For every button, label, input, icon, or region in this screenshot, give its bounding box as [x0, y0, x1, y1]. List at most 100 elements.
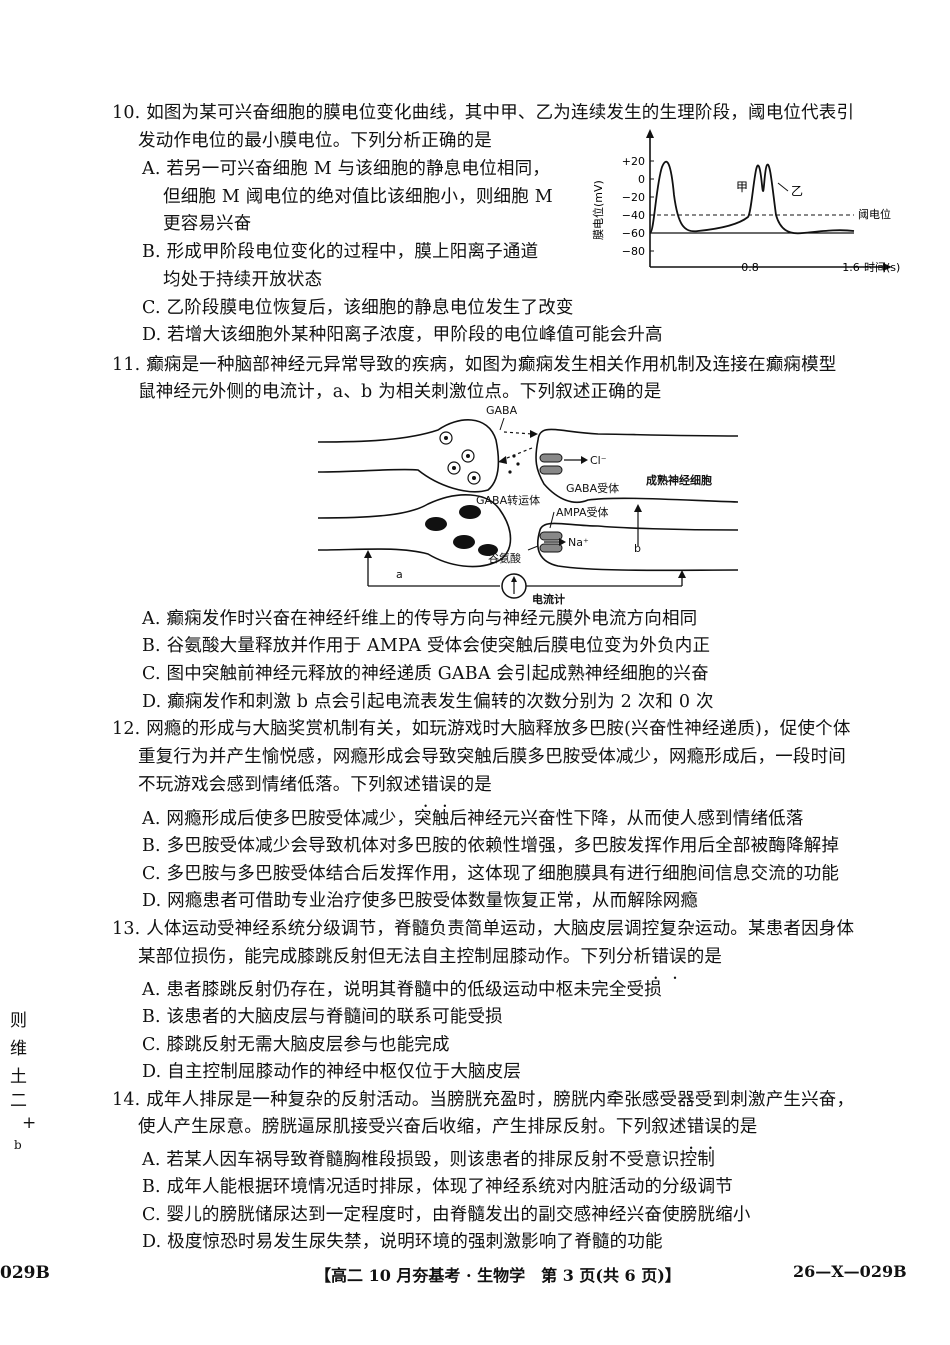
- galvanometer-needle-head: [511, 576, 517, 582]
- gaba-receptor-shape: [539, 453, 563, 475]
- q13-option-b: B. 该患者的大脑皮层与脊髓间的联系可能受损: [142, 1007, 503, 1027]
- q13-option-d: D. 自主控制屈膝动作的神经中枢仅位于大脑皮层: [142, 1062, 522, 1082]
- q10-option-b-line1: B. 形成甲阶段电位变化的过程中，膜上阳离子通道: [142, 242, 539, 262]
- q12-stem-text: 不玩游戏会感到情绪低落。下列叙述: [138, 775, 422, 795]
- q14-stem-line1: 14. 成年人排尿是一种复杂的反射活动。当膀胱充盈时，膀胱内牵张感受器受到刺激产…: [112, 1090, 855, 1110]
- xtick-1-6: 1.6: [842, 261, 860, 274]
- q14-option-c: C. 婴儿的膀胱储尿达到一定程度时，由脊髓发出的副交感神经兴奋使膀胱缩小: [142, 1205, 751, 1225]
- exam-code: 26—X—029B: [793, 1262, 907, 1281]
- label-yi: 乙: [791, 184, 803, 198]
- na-arrowhead: [559, 538, 566, 546]
- lower-vesicles: [425, 505, 498, 556]
- q13-stem-line1: 13. 人体运动受神经系统分级调节，脊髓负责简单运动，大脑皮层调控复杂运动。某患…: [112, 919, 855, 939]
- gaba-reuptake-arrowhead: [498, 456, 507, 464]
- q13-stem-text: 某部位损伤，能完成膝跳反射但无法自主控制屈膝动作。下列分析: [138, 947, 652, 967]
- label-point-b: b: [634, 542, 641, 555]
- ytick-minus60: −60: [622, 227, 645, 240]
- margin-char-shi: 土: [10, 1067, 27, 1087]
- q11-stem-line2: 鼠神经元外侧的电流计，a、b 为相关刺激位点。下列叙述正确的是: [138, 382, 662, 402]
- margin-char-ze: 则: [10, 1011, 27, 1031]
- threshold-label: 阈电位: [858, 207, 891, 221]
- q14-option-a: A. 若某人因车祸导致脊髓胸椎段损毁，则该患者的排尿反射不受意识控制: [142, 1150, 716, 1170]
- q10-option-a-line2: 但细胞 M 阈电位的绝对值比该细胞小，则细胞 M: [163, 187, 553, 207]
- glutamate-pointer: [527, 545, 539, 551]
- q14-emphasis: 错误: [687, 1117, 722, 1137]
- q12-option-b: B. 多巴胺受体减少会导致机体对多巴胺的依赖性增强，多巴胺发挥作用后全部被酶降解…: [142, 836, 840, 856]
- graph-y-axis-arrow: [646, 129, 654, 138]
- ytick-minus80: −80: [622, 245, 645, 258]
- q14-stem-text: 使人产生尿意。膀胱逼尿肌接受兴奋后收缩，产生排尿反射。下列叙述: [138, 1117, 687, 1137]
- label-cl: Cl⁻: [590, 454, 607, 467]
- label-gaba: GABA: [486, 404, 518, 417]
- margin-char-er: 二: [10, 1091, 27, 1111]
- q12-emphasis: 错误: [421, 775, 456, 795]
- label-meter: 电流计: [532, 592, 565, 605]
- label-ampa-receptor: AMPA受体: [556, 505, 608, 519]
- ampa-receptor-shape: [539, 531, 563, 553]
- q13-emphasis: 错误: [651, 947, 686, 967]
- graph-ylabel: 膜电位(mV): [591, 180, 605, 240]
- q10-option-b-line2: 均处于持续开放状态: [163, 270, 323, 290]
- graph-y-ticks: +20 0 −20 −40 −60 −80: [622, 155, 645, 258]
- upper-vesicle-dots: [444, 436, 476, 480]
- label-glutamate: 谷氨酸: [488, 551, 521, 565]
- margin-char-b: b: [14, 1138, 22, 1152]
- q12-option-d: D. 网瘾患者可借助专业治疗使多巴胺受体数量恢复正常，从而解除网瘾: [142, 891, 699, 911]
- q14-stem-line2: 使人产生尿意。膀胱逼尿肌接受兴奋后收缩，产生排尿反射。下列叙述错误的是: [138, 1115, 758, 1139]
- q10-stem-line1: 10. 如图为某可兴奋细胞的膜电位变化曲线，其中甲、乙为连续发生的生理阶段，阈电…: [112, 103, 855, 123]
- postsynaptic-neuron: [535, 428, 738, 572]
- graph-xlabel: 时间(s): [864, 261, 900, 274]
- potential-curve: [649, 160, 855, 235]
- q12-stem-end: 的是: [456, 775, 493, 795]
- q10-option-a-line1: A. 若另一可兴奋细胞 M 与该细胞的静息电位相同，: [142, 159, 551, 179]
- label-jia: 甲: [736, 180, 748, 194]
- q10-option-c: C. 乙阶段膜电位恢复后，该细胞的静息电位发生了改变: [142, 298, 574, 318]
- electrode-a-arrowhead: [364, 550, 372, 558]
- gaba-reuptake-arrow: [501, 447, 533, 461]
- q13-stem-line2: 某部位损伤，能完成膝跳反射但无法自主控制屈膝动作。下列分析错误的是: [138, 945, 722, 969]
- margin-code: 029B: [0, 1263, 50, 1283]
- q12-stem-line2: 重复行为并产生愉悦感，网瘾形成会导致突触后膜多巴胺受体减少，网瘾形成后，一段时间: [138, 747, 846, 767]
- gaba-release-arrow: [503, 431, 533, 435]
- label-mature-neuron: 成熟神经细胞: [646, 473, 712, 487]
- q12-stem-line1: 12. 网瘾的形成与大脑奖赏机制有关，如玩游戏时大脑释放多巴胺(兴奋性神经递质)…: [112, 719, 851, 739]
- xtick-0-8: 0.8: [741, 261, 759, 274]
- graph-x-axis-arrow: [883, 263, 892, 271]
- q10-option-a-line3: 更容易兴奋: [163, 214, 252, 234]
- q11-option-d: D. 癫痫发作和刺激 b 点会引起电流表发生偏转的次数分别为 2 次和 0 次: [142, 692, 714, 712]
- q11-option-a: A. 癫痫发作时兴奋在神经纤维上的传导方向与神经元膜外电流方向相同: [142, 609, 698, 629]
- electrode-right-arrowhead: [678, 570, 686, 578]
- q12-option-a: A. 网瘾形成后使多巴胺受体减少，突触后神经元兴奋性下降，从而使人感到情绪低落: [142, 809, 804, 829]
- ytick-plus20: +20: [622, 155, 645, 168]
- q13-option-c: C. 膝跳反射无需大脑皮层参与也能完成: [142, 1035, 450, 1055]
- gaba-pointer: [499, 417, 505, 431]
- stimulus-b-arrowhead: [634, 504, 642, 512]
- membrane-potential-graph: 膜电位(mV) +20 0 −20 −40 −60 −80 0.8 1.6 时间…: [591, 129, 900, 274]
- q12-option-c: C. 多巴胺与多巴胺受体结合后发挥作用，这体现了细胞膜具有进行细胞间信息交流的功…: [142, 864, 840, 884]
- ytick-minus20: −20: [622, 191, 645, 204]
- q13-option-a: A. 患者膝跳反射仍存在，说明其脊髓中的低级运动中枢未完全受损: [142, 980, 662, 1000]
- label-na: Na⁺: [568, 536, 589, 549]
- margin-char-plus: +: [22, 1113, 37, 1133]
- ytick-minus40: −40: [622, 209, 645, 222]
- label-point-a: a: [396, 568, 403, 581]
- q11-stem-line1: 11. 癫痫是一种脑部神经元异常导致的疾病，如图为癫痫发生相关作用机制及连接在癫…: [112, 355, 837, 375]
- cl-arrowhead: [581, 456, 588, 464]
- label-gaba-transporter: GABA转运体: [476, 493, 540, 507]
- q11-option-b: B. 谷氨酸大量释放并作用于 AMPA 受体会使突触后膜电位变为外负内正: [142, 636, 711, 656]
- q13-stem-end: 的是: [686, 947, 723, 967]
- gaba-dots: [508, 454, 520, 474]
- q14-option-d: D. 极度惊恐时易发生尿失禁，说明环境的强刺激影响了脊髓的功能: [142, 1232, 663, 1252]
- lower-presynaptic-axon: [318, 494, 512, 568]
- q14-stem-end: 的是: [722, 1117, 758, 1137]
- ampa-pointer: [549, 511, 555, 529]
- label-gaba-receptor: GABA受体: [566, 481, 619, 495]
- q12-stem-line3: 不玩游戏会感到情绪低落。下列叙述错误的是: [138, 773, 492, 797]
- q10-option-d: D. 若增大该细胞外某种阳离子浓度，甲阶段的电位峰值可能会升高: [142, 325, 663, 345]
- q10-stem-line2: 发动作电位的最小膜电位。下列分析正确的是: [138, 131, 492, 151]
- gaba-release-arrowhead: [530, 430, 538, 438]
- epilepsy-synapse-diagram: GABA Cl⁻ GABA受体 成熟神经细胞 GABA转运体 AMPA受体 Na…: [318, 404, 738, 605]
- q11-option-c: C. 图中突触前神经元释放的神经递质 GABA 会引起成熟神经细胞的兴奋: [142, 664, 709, 684]
- label-yi-pointer: [777, 182, 789, 192]
- margin-char-wei: 维: [10, 1039, 27, 1059]
